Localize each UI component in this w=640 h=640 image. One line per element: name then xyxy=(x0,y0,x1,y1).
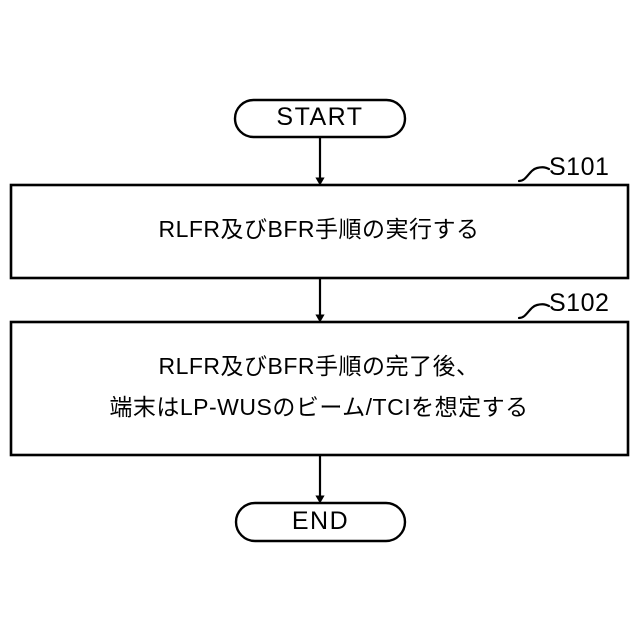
process2-label-line1: RLFR及びBFR手順の完了後、 xyxy=(158,353,480,379)
leader-line-s102 xyxy=(517,303,551,320)
leader-line-s101 xyxy=(517,166,551,183)
process1-label: RLFR及びBFR手順の実行する xyxy=(158,216,480,242)
process2-shape xyxy=(9,320,630,457)
end-terminator-shape xyxy=(234,501,407,543)
process1-shape xyxy=(9,183,630,280)
process2-label-line2: 端末はLP-WUSのビーム/TCIを想定する xyxy=(109,394,529,420)
end-terminator-label: END xyxy=(291,507,350,535)
start-terminator-label: START xyxy=(276,103,364,131)
step-reference-s101: S101 xyxy=(549,153,610,181)
step-reference-s102: S102 xyxy=(549,289,610,317)
